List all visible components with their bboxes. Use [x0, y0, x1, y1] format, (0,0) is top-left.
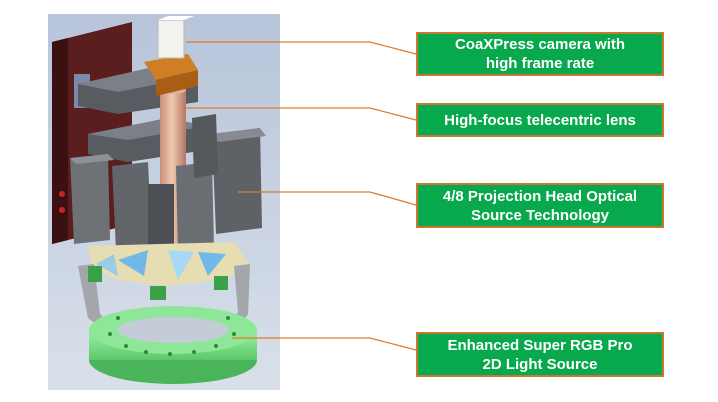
ring-light: [89, 306, 257, 384]
callout-camera-label: CoaXPress camera with high frame rate: [454, 36, 626, 72]
callout-lens-label: High-focus telecentric lens: [444, 111, 636, 129]
support-legs: [78, 264, 250, 334]
callout-light-source: Enhanced Super RGB Pro 2D Light Source: [416, 332, 664, 377]
callout-camera: CoaXPress camera with high frame rate: [416, 32, 664, 76]
camera-assembly: [144, 16, 198, 96]
callout-projection-head: 4/8 Projection Head Optical Source Techn…: [416, 183, 664, 228]
callout-light-label: Enhanced Super RGB Pro 2D Light Source: [447, 336, 633, 373]
inspection-system-render: [48, 14, 280, 390]
callout-lens: High-focus telecentric lens: [416, 103, 664, 137]
projection-heads: [70, 114, 266, 252]
reflector-fan: [88, 242, 252, 286]
callout-projection-label: 4/8 Projection Head Optical Source Techn…: [442, 187, 638, 224]
